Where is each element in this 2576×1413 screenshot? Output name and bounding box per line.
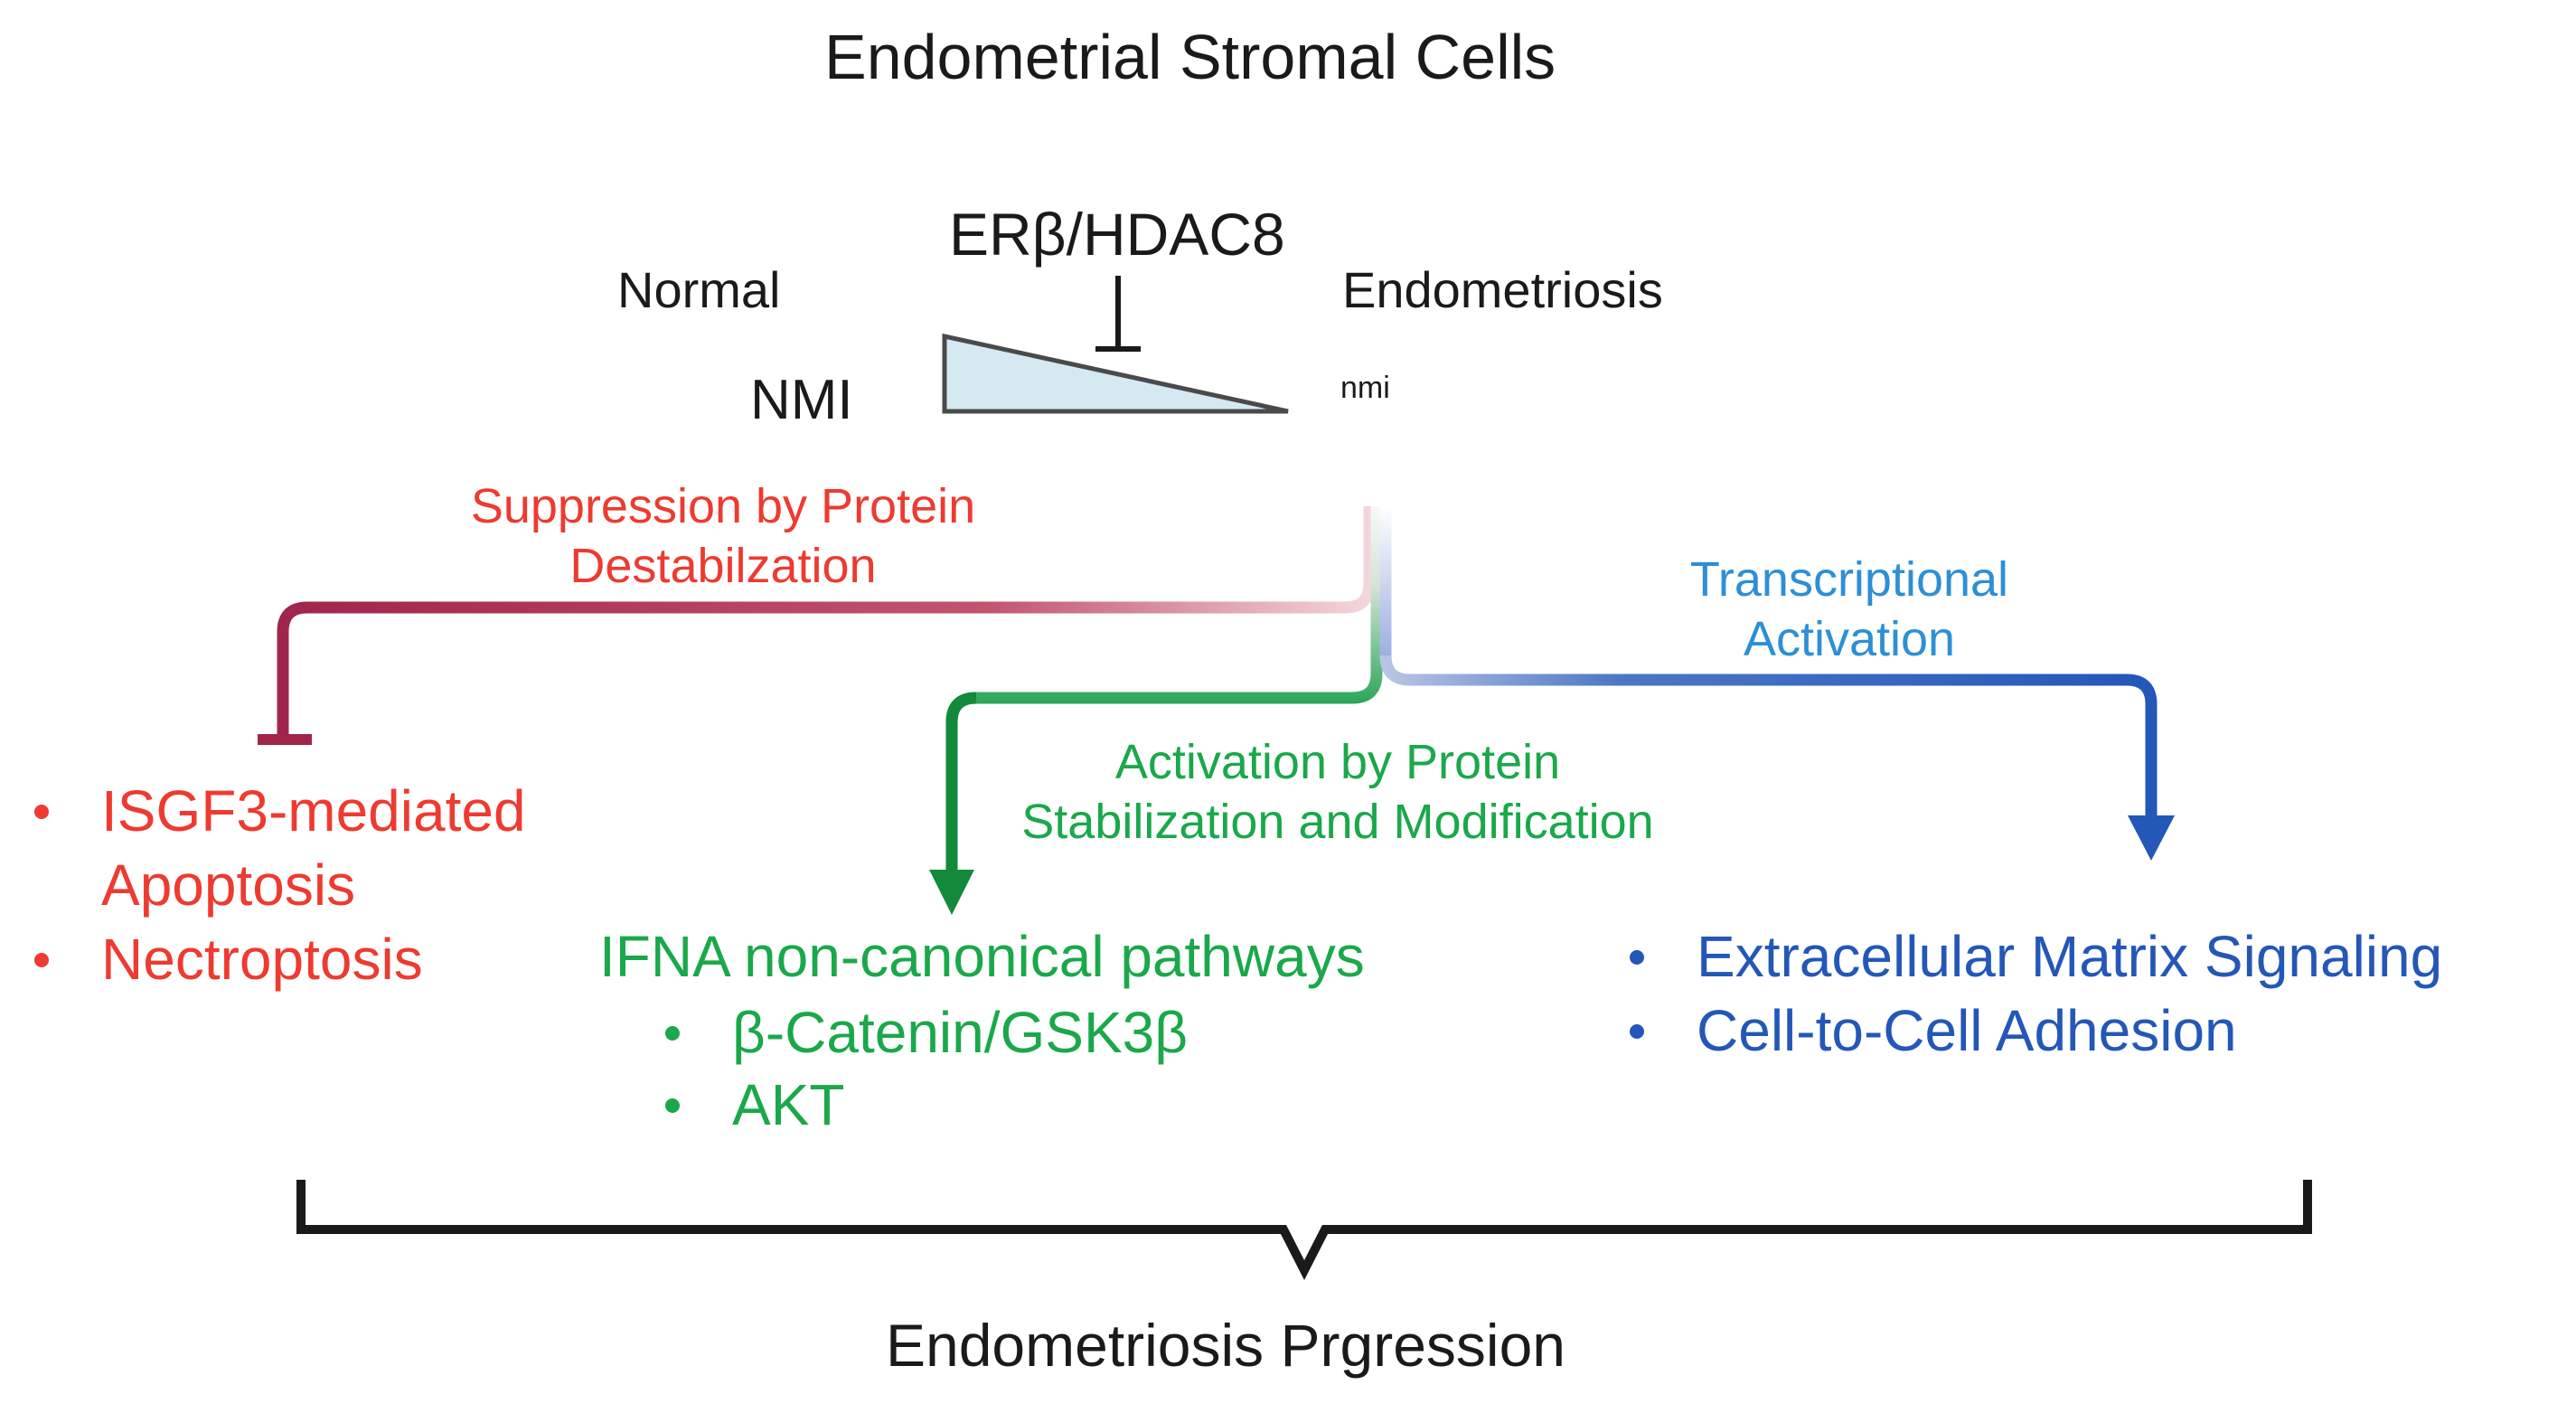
transcriptional-connector [1379,506,2175,861]
endometriosis-label: Endometriosis [1342,261,1663,318]
activation-label-line2: Stabilization and Modification [1021,795,1654,849]
transcriptional-label-line2: Activation [1743,612,1956,666]
transcriptional-label: Transcriptional Activation [1578,550,2120,669]
activation-label-line1: Activation by Protein [1114,735,1561,789]
bullet-icon [665,1026,680,1041]
activation-heading: IFNA non-canonical pathways [599,924,1365,989]
activation-label: Activation by Protein Stabilization and … [940,732,1735,852]
list-item: ISGF3-mediated [27,782,526,856]
suppression-label-line1: Suppression by Protein [470,479,976,533]
suppression-label-line2: Destabilzation [569,539,877,593]
suppression-label: Suppression by Protein Destabilzation [380,476,1067,596]
curly-bracket-icon [296,1180,2312,1280]
activation-connector [929,506,1383,915]
suppression-connector [258,506,1376,745]
bullet-icon [1630,950,1644,965]
bullet-icon [34,805,49,819]
regulator-label: ERβ/HDAC8 [949,201,1285,268]
gradient-triangle-icon [942,333,1289,414]
list-item: AKT [658,1076,1188,1148]
inhibition-bar-icon [1095,276,1141,352]
list-item: Nectroptosis [27,930,526,1004]
bullet-icon [1630,1024,1644,1039]
outcome-label: Endometriosis Prgression [886,1312,1565,1379]
transcriptional-outcome-list: Extracellular Matrix Signaling Cell-to-C… [1622,928,2442,1076]
transcriptional-label-line1: Transcriptional [1689,552,2009,607]
normal-label: Normal [617,261,781,318]
arrow-head-icon [929,870,974,915]
list-item: β-Catenin/GSK3β [658,1003,1188,1076]
nmi-low-label: nmi [1340,371,1390,405]
list-item: Cell-to-Cell Adhesion [1622,1002,2442,1076]
bullet-icon [34,953,49,967]
nmi-high-label: NMI [750,369,853,431]
list-item: Apoptosis [101,853,356,918]
diagram-title: Endometrial Stromal Cells [824,22,1556,92]
arrow-head-icon [2128,815,2175,861]
list-item: Extracellular Matrix Signaling [1622,928,2442,1002]
suppression-outcome-list: ISGF3-mediated Apoptosis Nectroptosis [27,782,526,1004]
activation-outcome-list: β-Catenin/GSK3β AKT [658,1003,1188,1148]
bullet-icon [665,1098,680,1113]
